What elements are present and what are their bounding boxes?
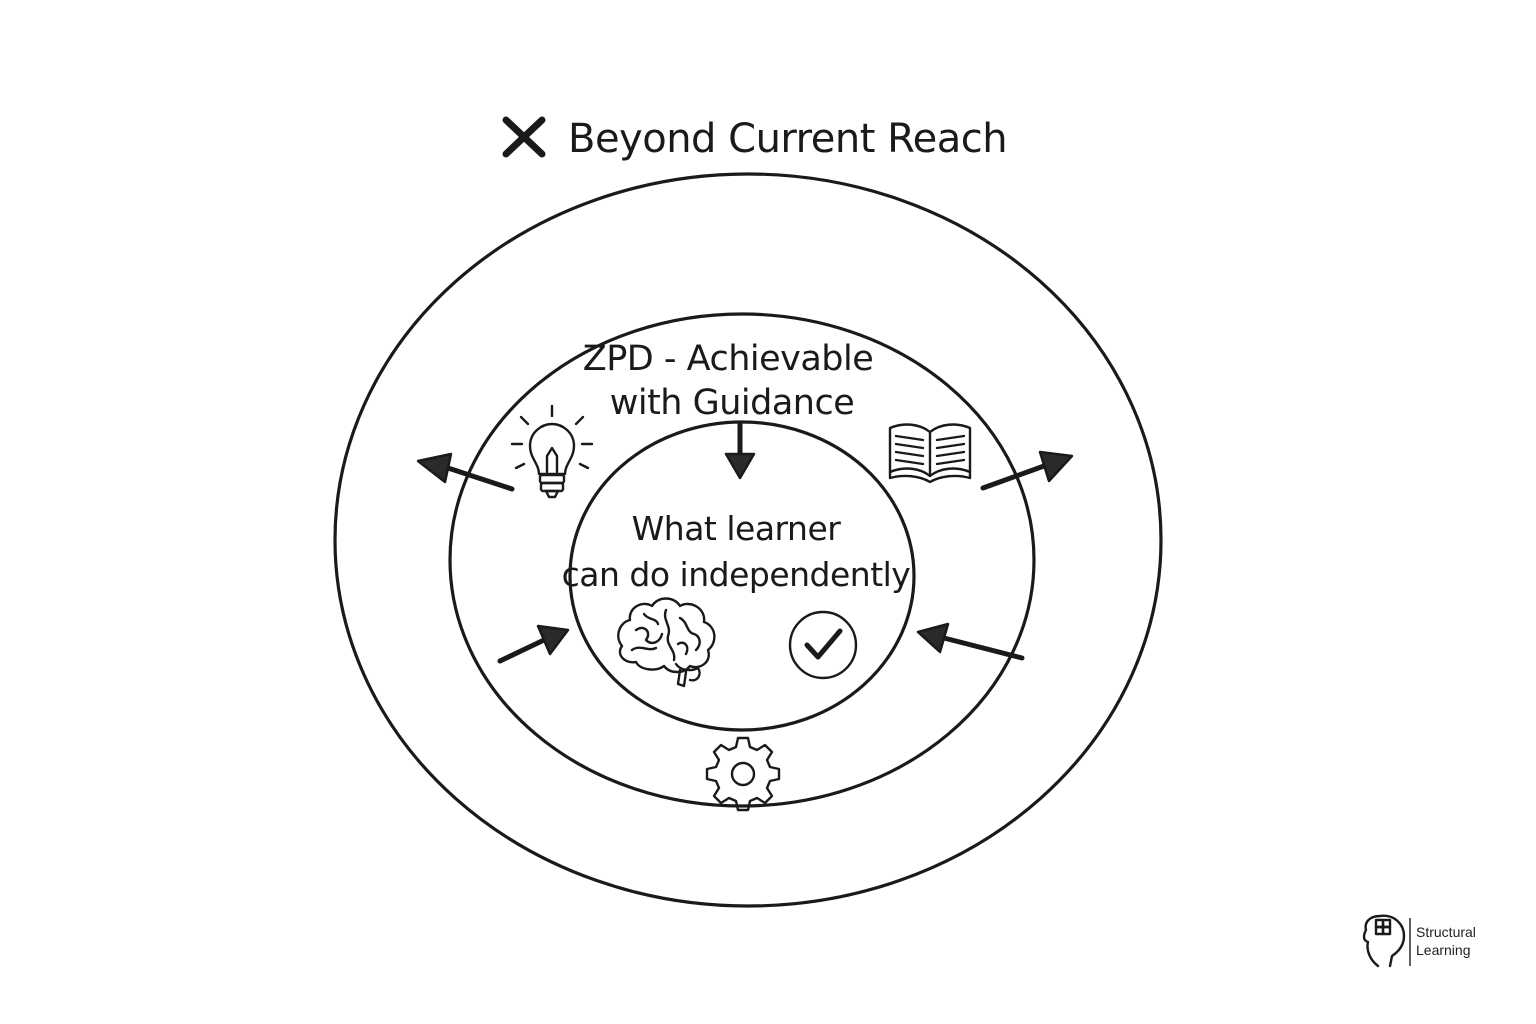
book-icon bbox=[888, 423, 972, 484]
inner-label-line1: What learner bbox=[632, 509, 842, 548]
logo-line2: Learning bbox=[1416, 942, 1471, 958]
independent-zone-ring bbox=[568, 420, 916, 732]
arrow-inward-lower-right bbox=[916, 622, 1025, 661]
lightbulb-icon bbox=[510, 404, 594, 499]
structural-learning-logo: Structural Learning bbox=[1362, 914, 1476, 968]
brain-icon bbox=[617, 597, 716, 688]
down-arrow-icon bbox=[724, 421, 756, 480]
arrow-outward-upper-right bbox=[980, 450, 1074, 491]
zpd-label-line1: ZPD - Achievable bbox=[583, 339, 874, 379]
outer-zone-ring bbox=[333, 172, 1163, 908]
gear-icon bbox=[705, 736, 781, 812]
outer-zone-label: Beyond Current Reach bbox=[568, 116, 1007, 162]
inner-label-line2: can do independently bbox=[562, 555, 911, 594]
zpd-zone-ring bbox=[448, 312, 1036, 808]
logo-line1: Structural bbox=[1416, 924, 1476, 940]
cross-icon bbox=[502, 116, 546, 158]
checkmark-icon bbox=[788, 610, 858, 680]
head-puzzle-icon bbox=[1362, 914, 1406, 968]
zpd-label-line2: with Guidance bbox=[610, 383, 855, 423]
arrow-outward-upper-left bbox=[416, 452, 515, 492]
arrow-inward-lower-left bbox=[497, 624, 570, 664]
